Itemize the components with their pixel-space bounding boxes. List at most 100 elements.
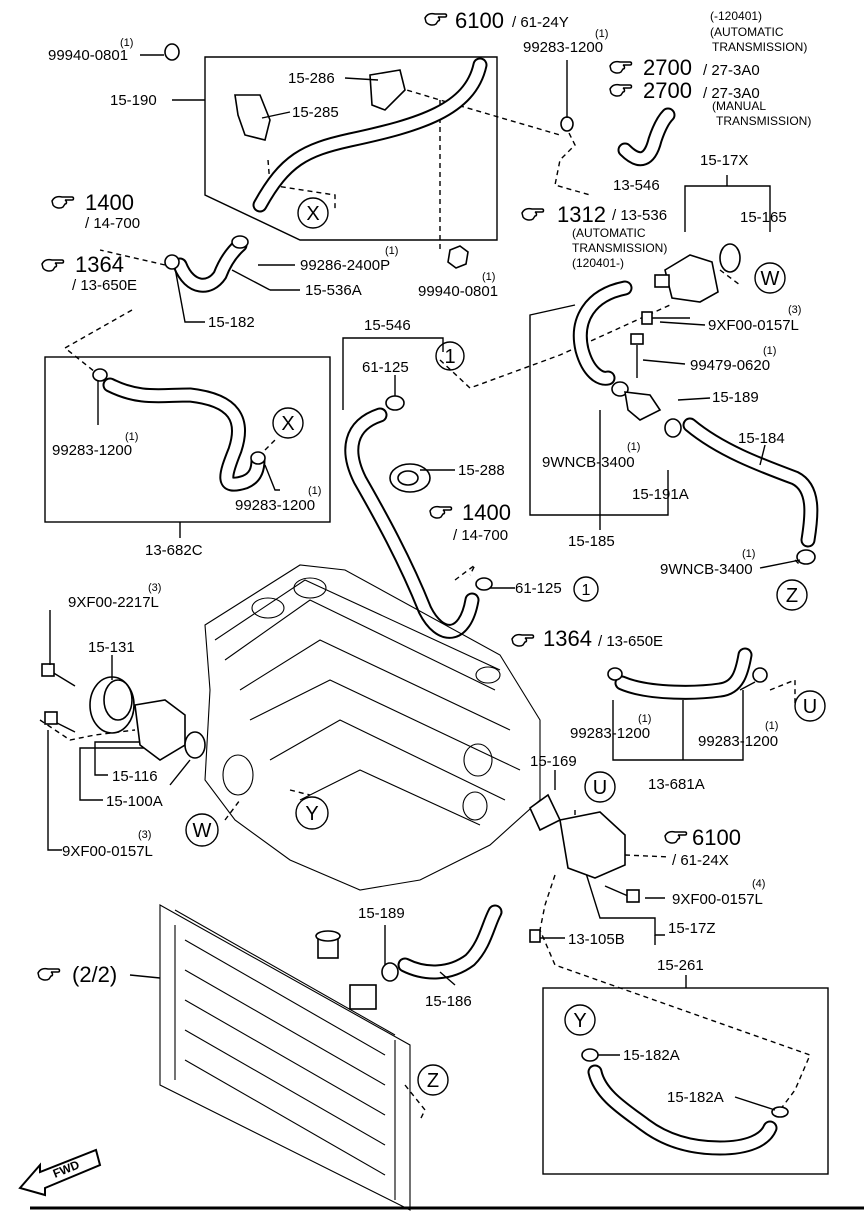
ref-number: 1312 (557, 202, 606, 227)
part-label: 61-125 (362, 359, 409, 376)
fwd-arrow-icon (18, 1148, 102, 1197)
part-label: 99283-1200 (698, 733, 778, 750)
callout-u-mid: U (593, 777, 607, 799)
hose-13-681A (614, 647, 753, 700)
part-label: 15-536A (305, 282, 362, 299)
part-label: 99283-1200 (52, 442, 132, 459)
hose-13-682C (102, 377, 266, 492)
group-box-15-190 (204, 56, 498, 241)
bolts (41, 311, 690, 903)
part-label: 15-191A (632, 486, 689, 503)
ref-label: / 13-650E (72, 277, 137, 294)
part-label: 15-165 (740, 209, 787, 226)
qty-label: (3) (148, 582, 161, 594)
qty-label: (4) (752, 878, 765, 890)
group-box-13-682C (44, 356, 331, 523)
part-label: 9XF00-0157L (62, 843, 153, 860)
ref-label: / 14-700 (85, 215, 140, 232)
bracket-15-17Z (584, 869, 665, 945)
ref-label: / 61-24X (672, 852, 729, 869)
note-label: (120401-) (572, 256, 624, 270)
hose-13-546 (617, 107, 676, 167)
ref-label: / 27-3A0 (703, 85, 760, 102)
qty-label: (1) (763, 345, 776, 357)
part-label: 99940-0801 (48, 47, 128, 64)
callout-circles: X W 1 X 1 U U W Y Z Z Y (185, 197, 826, 1096)
label-leaders (47, 54, 801, 1111)
part-label: 9XF00-0157L (708, 317, 799, 334)
hose-15-536A (172, 237, 248, 293)
ref-label: / 13-650E (598, 633, 663, 650)
part-label: 15-185 (568, 533, 615, 550)
qty-label: (3) (788, 304, 801, 316)
ref-number: 2700 (643, 55, 692, 80)
callout-x-top: X (306, 203, 319, 225)
bracket-15-286 (369, 69, 406, 111)
callout-1-b: 1 (582, 582, 591, 599)
note-label: TRANSMISSION) (572, 241, 667, 255)
part-labels: (1) 99940-0801 15-190 15-286 15-285 6100… (48, 8, 811, 1181)
part-label: 99283-1200 (570, 725, 650, 742)
ref-label: / 13-536 (612, 207, 667, 224)
part-label: 13-682C (145, 542, 203, 559)
ref-number: 6100 (692, 825, 741, 850)
callout-z-right: Z (786, 585, 798, 607)
part-label: 9WNCB-3400 (660, 561, 753, 578)
note-label: (-120401) (710, 9, 762, 23)
bracket-15-546 (342, 337, 444, 410)
hose-15-185 (572, 280, 633, 386)
part-label: 15-131 (88, 639, 135, 656)
bracket-15-116 (79, 741, 160, 801)
part-label: 15-116 (112, 768, 158, 785)
ref-number: 1364 (75, 252, 124, 277)
part-label: 15-288 (458, 462, 505, 479)
qty-label: (1) (595, 28, 608, 40)
part-label: 15-100A (106, 793, 163, 810)
callout-x-mid: X (281, 413, 294, 435)
clamps (92, 43, 816, 1118)
part-label: 13-105B (568, 931, 625, 948)
part-label: 13-546 (613, 177, 660, 194)
part-label: 15-182A (667, 1089, 724, 1106)
callout-1-a: 1 (444, 346, 455, 368)
ref-label: / 14-700 (453, 527, 508, 544)
part-label: 15-189 (712, 389, 759, 406)
ref-number: 1400 (462, 500, 511, 525)
part-label: 15-285 (292, 104, 339, 121)
part-label: 15-17X (700, 152, 748, 169)
part-label: 13-681A (648, 776, 705, 793)
qty-label: (1) (125, 431, 138, 443)
thermostat-housing-15-17X (654, 243, 741, 303)
ref-number: 1364 (543, 626, 592, 651)
note-label: (AUTOMATIC (710, 25, 784, 39)
part-label: 15-261 (657, 957, 704, 974)
part-label: 9XF00-0157L (672, 891, 763, 908)
ref-number: 2700 (643, 78, 692, 103)
hose-15-184 (682, 417, 819, 548)
part-label: 15-182A (623, 1047, 680, 1064)
part-label: 9WNCB-3400 (542, 454, 635, 471)
qty-label: (1) (638, 713, 651, 725)
note-label: TRANSMISSION) (712, 40, 807, 54)
callout-y-bottom: Y (573, 1010, 586, 1032)
ref-label: / 61-24Y (512, 14, 569, 31)
part-label: 9XF00-2217L (68, 594, 159, 611)
qty-label: (1) (742, 548, 755, 560)
bracket-15-17X (684, 175, 771, 232)
ref-label: / 27-3A0 (703, 62, 760, 79)
part-label: 15-182 (208, 314, 255, 331)
part-label: 15-286 (288, 70, 335, 87)
qty-label: (1) (308, 485, 321, 497)
qty-label: (1) (482, 271, 495, 283)
bracket-15-185 (529, 304, 669, 516)
part-label: 99479-0620 (690, 357, 770, 374)
water-pump-15-100A (134, 699, 206, 761)
water-outlet-15-17Z (529, 793, 626, 879)
hose-15-546 (344, 407, 480, 639)
part-label: 15-184 (738, 430, 785, 447)
radiator (159, 904, 411, 1211)
bracket-13-681A (612, 690, 744, 761)
qty-label: (3) (138, 829, 151, 841)
hose-15-190 (252, 57, 488, 213)
